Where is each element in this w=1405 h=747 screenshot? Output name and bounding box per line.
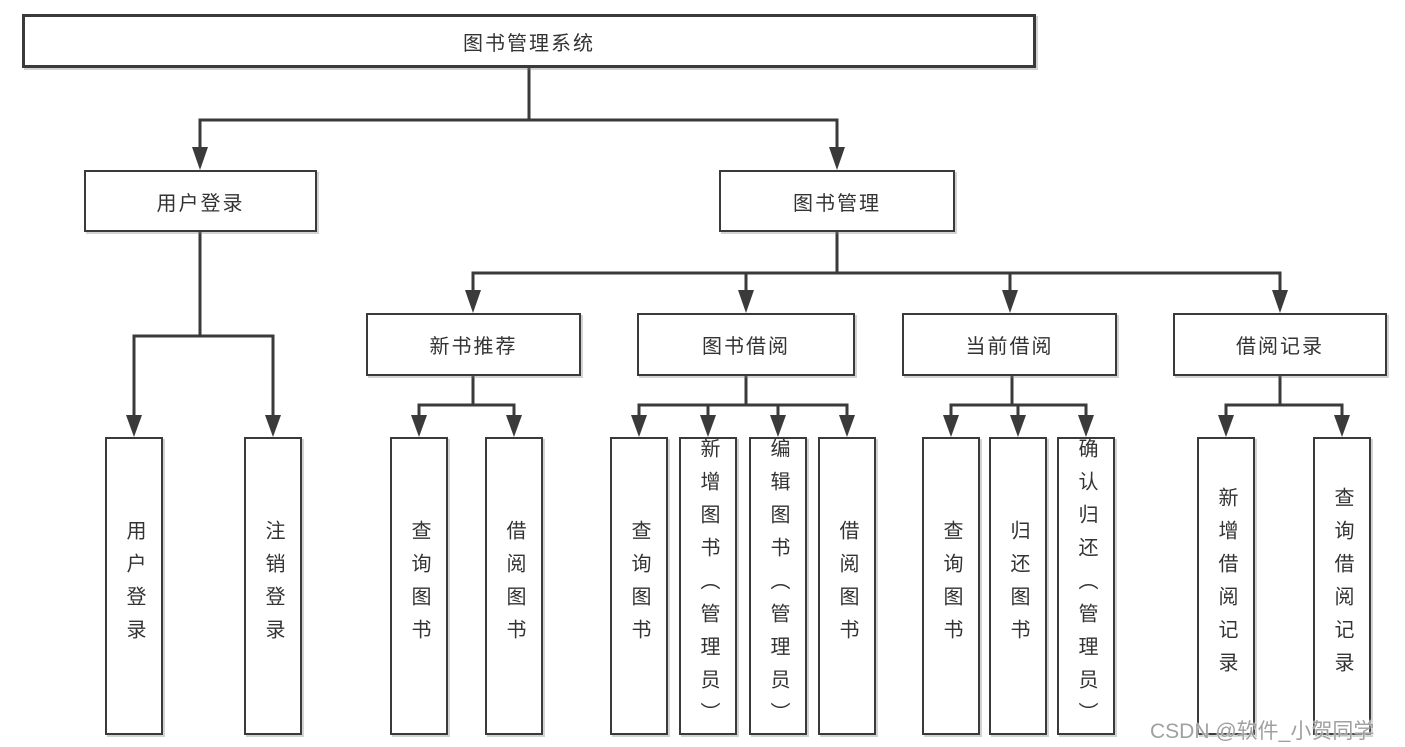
leaf-recommend-query-book: 查询图书	[390, 437, 448, 735]
leaf-borrow-query-book: 查询图书	[610, 437, 668, 735]
node-book-borrow-label: 图书借阅	[702, 336, 790, 358]
leaf-recommend-borrow-book: 借阅图书	[485, 437, 543, 735]
node-new-book-recommend-label: 新书推荐	[429, 336, 518, 358]
leaf-user-login-label: 用户登录	[123, 520, 145, 652]
csdn-watermark: CSDN @软件_小贺同学	[1150, 720, 1375, 743]
leaf-borrow-query-book-label: 查询图书	[628, 520, 650, 652]
leaf-query-borrow-record: 查询借阅记录	[1313, 437, 1371, 735]
node-borrow-record-label: 借阅记录	[1236, 336, 1324, 358]
leaf-confirm-return-admin-label: 确认归还（管理员）	[1075, 437, 1097, 735]
leaf-add-borrow-record: 新增借阅记录	[1197, 437, 1255, 735]
leaf-return-book-label: 归还图书	[1007, 520, 1029, 652]
connector-book-mgmt-children	[465, 232, 1288, 313]
node-root-library-system: 图书管理系统	[22, 14, 1036, 68]
leaf-recommend-query-book-label: 查询图书	[408, 520, 430, 652]
leaf-current-query-book: 查询图书	[922, 437, 980, 735]
leaf-user-login: 用户登录	[105, 437, 163, 735]
node-book-management: 图书管理	[719, 170, 955, 232]
leaf-logout: 注销登录	[244, 437, 302, 735]
leaf-edit-book-admin: 编辑图书（管理员）	[749, 437, 807, 735]
leaf-add-book-admin: 新增图书（管理员）	[679, 437, 737, 735]
leaf-borrow-book: 借阅图书	[818, 437, 876, 735]
leaf-query-borrow-record-label: 查询借阅记录	[1331, 487, 1353, 685]
node-current-borrow: 当前借阅	[902, 313, 1117, 376]
node-borrow-record: 借阅记录	[1173, 313, 1387, 376]
leaf-add-book-admin-label: 新增图书（管理员）	[697, 437, 719, 735]
node-current-borrow-label: 当前借阅	[965, 336, 1054, 358]
connector-book-borrow-children	[631, 376, 855, 437]
node-new-book-recommend: 新书推荐	[366, 313, 581, 376]
leaf-recommend-borrow-book-label: 借阅图书	[503, 520, 525, 652]
connector-new-book-children	[411, 376, 522, 437]
leaf-return-book: 归还图书	[989, 437, 1047, 735]
leaf-current-query-book-label: 查询图书	[940, 520, 962, 652]
node-book-borrow: 图书借阅	[637, 313, 855, 376]
leaf-edit-book-admin-label: 编辑图书（管理员）	[767, 437, 789, 735]
connector-root-to-level2	[192, 68, 845, 170]
leaf-logout-label: 注销登录	[262, 520, 284, 652]
leaf-confirm-return-admin: 确认归还（管理员）	[1057, 437, 1115, 735]
node-user-login: 用户登录	[84, 170, 317, 232]
connector-borrow-record-children	[1218, 376, 1350, 437]
node-root-label: 图书管理系统	[463, 32, 595, 55]
connector-user-login-children	[126, 232, 281, 437]
leaf-borrow-book-label: 借阅图书	[836, 520, 858, 652]
connector-current-borrow-children	[943, 376, 1094, 437]
node-user-login-label: 用户登录	[156, 192, 245, 215]
leaf-add-borrow-record-label: 新增借阅记录	[1215, 487, 1237, 685]
node-book-management-label: 图书管理	[793, 192, 881, 215]
